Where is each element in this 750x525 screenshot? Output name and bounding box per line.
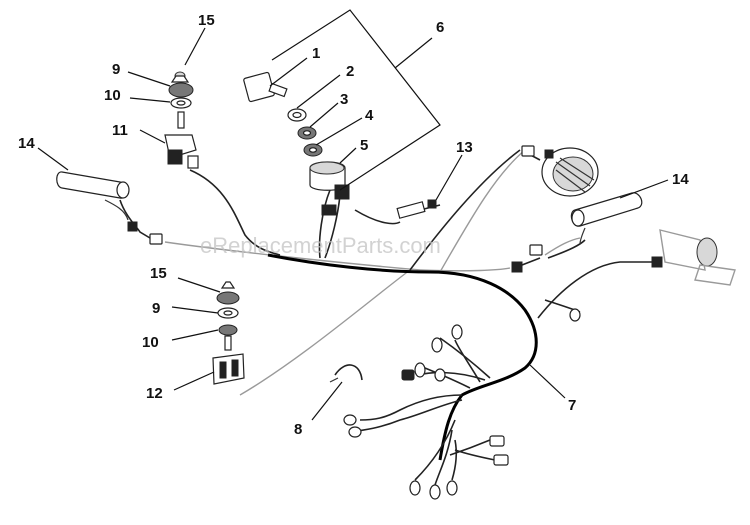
- callout-6: 6: [436, 19, 444, 36]
- watermark-text: eReplacementParts.com: [200, 233, 441, 258]
- callout-1: 1: [312, 45, 320, 62]
- main-harness: [267, 253, 538, 461]
- leader-lines: [37, 27, 669, 421]
- work-light: [521, 145, 599, 197]
- callout-5: 5: [360, 137, 368, 154]
- callout-14-right: 14: [672, 171, 689, 188]
- callout-4: 4: [365, 107, 374, 124]
- callout-10-top: 10: [104, 87, 121, 104]
- callout-14-left: 14: [18, 135, 35, 152]
- callout-15-bottom: 15: [150, 265, 167, 282]
- callout-7: 7: [568, 397, 576, 414]
- callout-8: 8: [294, 421, 302, 438]
- washer-parts: [287, 108, 323, 157]
- relay-connector: [396, 199, 437, 219]
- grip-right: [511, 192, 643, 273]
- switch-assembly-upper: [164, 71, 199, 169]
- ignition-switch: [309, 161, 350, 216]
- callout-13: 13: [456, 139, 473, 156]
- grip-left: [56, 171, 163, 245]
- bracket-6: [271, 9, 441, 191]
- cable-tie: [329, 364, 363, 383]
- ring-terminals: [343, 308, 581, 500]
- callout-12: 12: [146, 385, 163, 402]
- harness-branches: [349, 337, 496, 486]
- switch-assembly-lower: [212, 281, 245, 385]
- callout-15-top: 15: [198, 12, 215, 29]
- callout-10-bottom: 10: [142, 334, 159, 351]
- callout-9-top: 9: [112, 61, 120, 78]
- callout-3: 3: [340, 91, 348, 108]
- motor: [651, 229, 736, 286]
- key-part: [243, 71, 288, 103]
- callout-2: 2: [346, 63, 354, 80]
- callout-9-bottom: 9: [152, 300, 160, 317]
- callout-11: 11: [112, 122, 128, 139]
- callout-labels: 15 9 10 11 14 1 2 3 4 5 6 13 14 15 9 10 …: [18, 12, 689, 438]
